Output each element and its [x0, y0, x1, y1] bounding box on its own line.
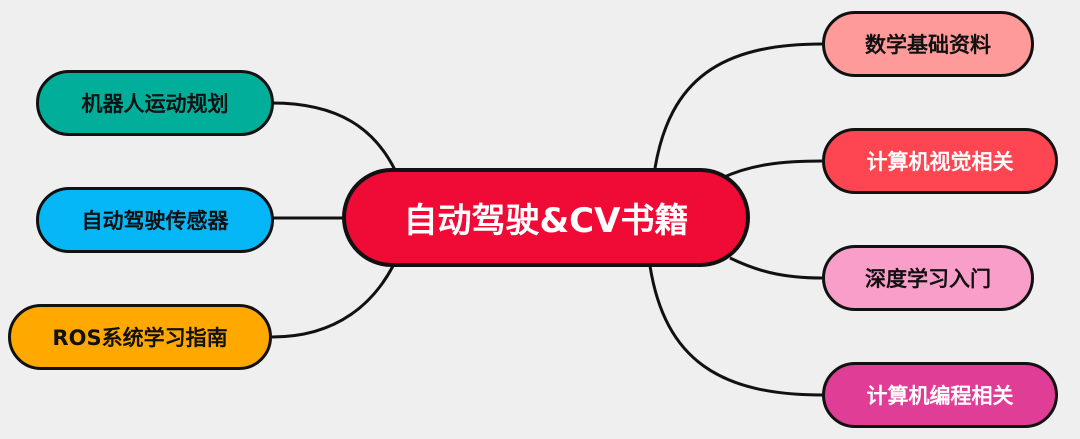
link-dl: [729, 256, 823, 280]
central-topic-node[interactable]: 自动驾驶&CV书籍: [342, 168, 750, 267]
link-robot: [271, 101, 397, 171]
link-math: [653, 42, 823, 169]
branch-computer-vision[interactable]: 计算机视觉相关: [822, 128, 1058, 194]
link-cv: [721, 159, 823, 180]
branch-computer-programming[interactable]: 计算机编程相关: [822, 362, 1058, 428]
link-prog: [648, 265, 823, 397]
branch-ros-learning-guide[interactable]: ROS系统学习指南: [8, 304, 272, 370]
branch-robot-motion-planning[interactable]: 机器人运动规划: [36, 70, 274, 136]
branch-deep-learning-intro[interactable]: 深度学习入门: [822, 245, 1034, 311]
branch-math-basics[interactable]: 数学基础资料: [822, 11, 1034, 77]
link-ros: [271, 265, 395, 339]
branch-autonomous-driving-sensors[interactable]: 自动驾驶传感器: [36, 187, 274, 253]
